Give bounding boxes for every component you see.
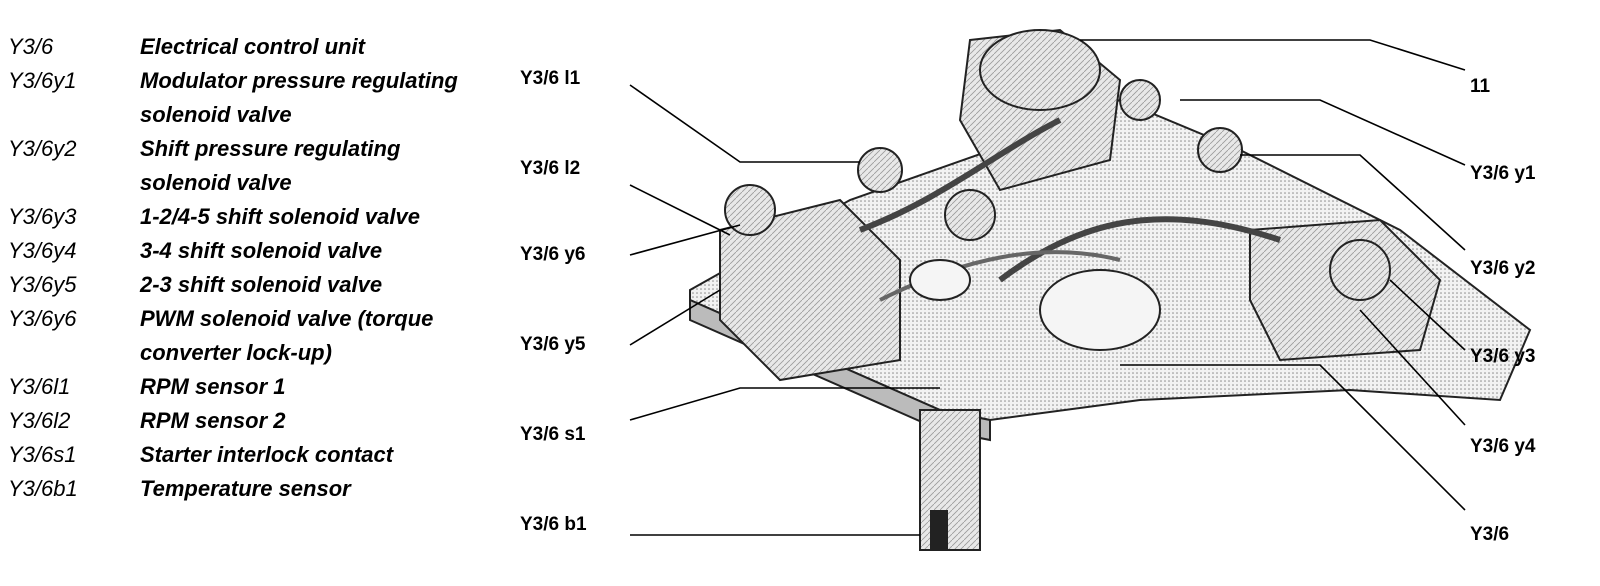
- legend-code: Y3/6y5: [8, 272, 77, 297]
- legend-description-line: Modulator pressure regulating: [140, 68, 458, 93]
- callout-11: 11: [1470, 76, 1491, 97]
- legend-row: Y3/6y6 PWM solenoid valve (torque converte…: [8, 302, 528, 370]
- callout-y5: Y3/6 y5: [520, 334, 586, 355]
- legend-row: Y3/6y2 Shift pressure regulating solenoid …: [8, 132, 528, 200]
- leader-y3: [1389, 279, 1466, 351]
- legend-description-line: Shift pressure regulating: [140, 136, 401, 161]
- legend-description: 2-3 shift solenoid valve: [140, 268, 528, 302]
- callout-y6: Y3/6 y6: [520, 244, 586, 265]
- legend-row: Y3/6y3 1-2/4-5 shift solenoid valve: [8, 200, 528, 234]
- legend-code: Y3/6y4: [8, 238, 77, 263]
- legend-row: Y3/6y4 3-4 shift solenoid valve: [8, 234, 528, 268]
- callout-y2: Y3/6 y2: [1470, 258, 1536, 279]
- leader-s1: [629, 387, 940, 421]
- legend-description: Starter interlock contact: [140, 438, 528, 472]
- leader-y1: [1180, 99, 1466, 166]
- legend-description: RPM sensor 1: [140, 370, 528, 404]
- legend-description: Modulator pressure regulating solenoid va…: [140, 64, 528, 132]
- leader-l2: [629, 184, 731, 236]
- legend-row: Y3/6l2 RPM sensor 2: [8, 404, 528, 438]
- legend-row: Y3/6y5 2-3 shift solenoid valve: [8, 268, 528, 302]
- legend-description-line: converter lock-up): [140, 340, 332, 365]
- legend-description-line: PWM solenoid valve (torque: [140, 306, 434, 331]
- legend-description: RPM sensor 2: [140, 404, 528, 438]
- legend-description-line: Electrical control unit: [140, 34, 365, 59]
- callout-l1: Y3/6 l1: [520, 68, 581, 89]
- legend-code: Y3/6y3: [8, 204, 77, 229]
- legend-code: Y3/6l1: [8, 374, 71, 399]
- legend-description-line: Temperature sensor: [140, 476, 351, 501]
- legend-description: PWM solenoid valve (torque converter lock…: [140, 302, 528, 370]
- legend-description: Temperature sensor: [140, 472, 528, 506]
- legend-description-line: RPM sensor 1: [140, 374, 286, 399]
- leader-11: [1080, 39, 1466, 71]
- temperature-sensor-probe: [919, 409, 981, 551]
- legend-code: Y3/6l2: [8, 408, 71, 433]
- left-block: [719, 198, 901, 382]
- legend-code: Y3/6y2: [8, 136, 77, 161]
- legend-code: Y3/6y6: [8, 306, 77, 331]
- legend-description: Electrical control unit: [140, 30, 528, 64]
- leader-l1: [629, 84, 860, 163]
- legend-code: Y3/6y1: [8, 68, 77, 93]
- legend-description-line: solenoid valve: [140, 170, 292, 195]
- legend-description-line: 2-3 shift solenoid valve: [140, 272, 383, 297]
- legend-row: Y3/6l1 RPM sensor 1: [8, 370, 528, 404]
- callout-y4: Y3/6 y4: [1470, 436, 1536, 457]
- callout-y1: Y3/6 y1: [1470, 163, 1536, 184]
- callout-b1: Y3/6 b1: [520, 514, 587, 535]
- leader-main: [1120, 364, 1466, 511]
- legend-code: Y3/6: [8, 34, 54, 59]
- legend-description: Shift pressure regulating solenoid valve: [140, 132, 528, 200]
- legend-description: 1-2/4-5 shift solenoid valve: [140, 200, 528, 234]
- legend-code: Y3/6b1: [8, 476, 78, 501]
- leader-y6: [629, 224, 741, 256]
- callout-s1: Y3/6 s1: [520, 424, 586, 445]
- legend-description: 3-4 shift solenoid valve: [140, 234, 528, 268]
- control-unit-illustration: [629, 28, 1532, 551]
- legend-row: Y3/6 Electrical control unit: [8, 30, 528, 64]
- legend-code: Y3/6s1: [8, 442, 77, 467]
- callout-y3: Y3/6 y3: [1470, 346, 1536, 367]
- diagram: Y3/6 l1 Y3/6 l2 Y3/6 y6 Y3/6 y5 Y3/6 s1 …: [520, 0, 1600, 586]
- leader-y2: [1240, 154, 1466, 251]
- legend-description-line: 1-2/4-5 shift solenoid valve: [140, 204, 420, 229]
- legend-row: Y3/6s1 Starter interlock contact: [8, 438, 528, 472]
- callout-l2: Y3/6 l2: [520, 158, 581, 179]
- legend-row: Y3/6b1 Temperature sensor: [8, 472, 528, 506]
- legend-description-line: RPM sensor 2: [140, 408, 286, 433]
- leader-y4: [1359, 309, 1466, 426]
- legend-description-line: 3-4 shift solenoid valve: [140, 238, 383, 263]
- legend-row: Y3/6y1 Modulator pressure regulating solen…: [8, 64, 528, 132]
- legend-description-line: solenoid valve: [140, 102, 292, 127]
- legend-description-line: Starter interlock contact: [140, 442, 394, 467]
- leader-y5: [629, 289, 721, 346]
- callout-main: Y3/6: [1470, 524, 1510, 545]
